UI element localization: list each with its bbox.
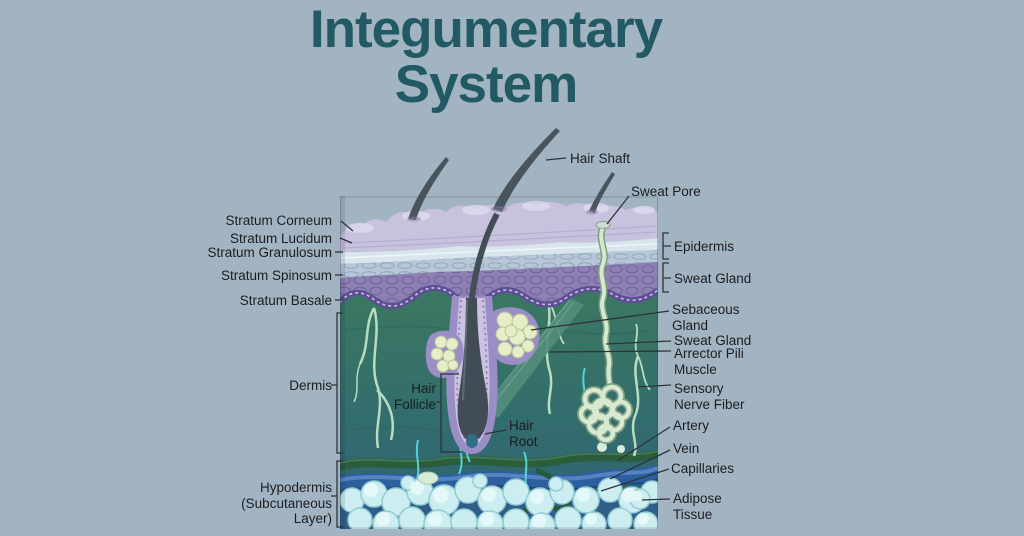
hair-follicle-bracket xyxy=(436,373,462,453)
title-line-1: Integumentary xyxy=(309,0,663,59)
sweat-gland-drawing xyxy=(577,383,633,444)
title-line-2: System xyxy=(394,55,579,114)
label-epidermis: Epidermis xyxy=(674,239,735,254)
label-sebaceous-gland: Sebaceous Gland xyxy=(672,302,740,333)
sebaceous-gland-drawing xyxy=(425,307,540,378)
label-stratum-corneum: Stratum Corneum xyxy=(225,213,332,228)
hair-follicle-drawing xyxy=(446,212,500,454)
sweat-gland-bracket xyxy=(662,262,671,293)
label-capillaries: Capillaries xyxy=(671,461,735,476)
skin-block xyxy=(340,196,658,529)
label-stratum-granulosum: Stratum Granulosum xyxy=(207,245,332,260)
label-hypodermis: Hypodermis (Subcutaneous Layer) xyxy=(241,480,332,526)
label-hair-shaft: Hair Shaft xyxy=(570,151,631,166)
sweat-pore-drawing xyxy=(595,221,611,229)
label-artery: Artery xyxy=(673,418,710,433)
label-stratum-lucidum: Stratum Lucidum xyxy=(229,231,332,246)
dermal-papilla xyxy=(466,434,478,448)
label-sweat-pore: Sweat Pore xyxy=(631,184,701,199)
label-stratum-basale: Stratum Basale xyxy=(239,293,332,308)
label-adipose-tissue: Adipose Tissue xyxy=(673,491,722,522)
hypodermis-bracket xyxy=(331,460,343,528)
leader-lines xyxy=(331,157,672,528)
page-title: Integumentary System xyxy=(0,2,972,112)
dermis-bracket xyxy=(331,312,343,454)
label-sweat-gland-lower: Sweat Gland xyxy=(674,333,752,348)
label-vein: Vein xyxy=(673,441,700,456)
label-hair-root: Hair Root xyxy=(509,418,538,449)
label-arrector-pili-muscle: Arrector Pili Muscle xyxy=(674,346,744,377)
epidermis-layers xyxy=(340,201,658,309)
artery-band xyxy=(340,449,658,471)
label-hair-follicle: Hair Follicle xyxy=(393,381,436,412)
sweat-duct xyxy=(597,225,614,391)
label-sweat-gland-upper: Sweat Gland xyxy=(674,271,752,286)
hair-shaft-drawing xyxy=(407,128,615,222)
label-dermis: Dermis xyxy=(289,378,332,393)
label-stratum-spinosum: Stratum Spinosum xyxy=(220,268,332,283)
label-sensory-nerve-fiber: Sensory Nerve Fiber xyxy=(674,381,745,412)
adipose-tissue-drawing xyxy=(340,473,658,529)
epidermis-bracket xyxy=(662,232,671,260)
